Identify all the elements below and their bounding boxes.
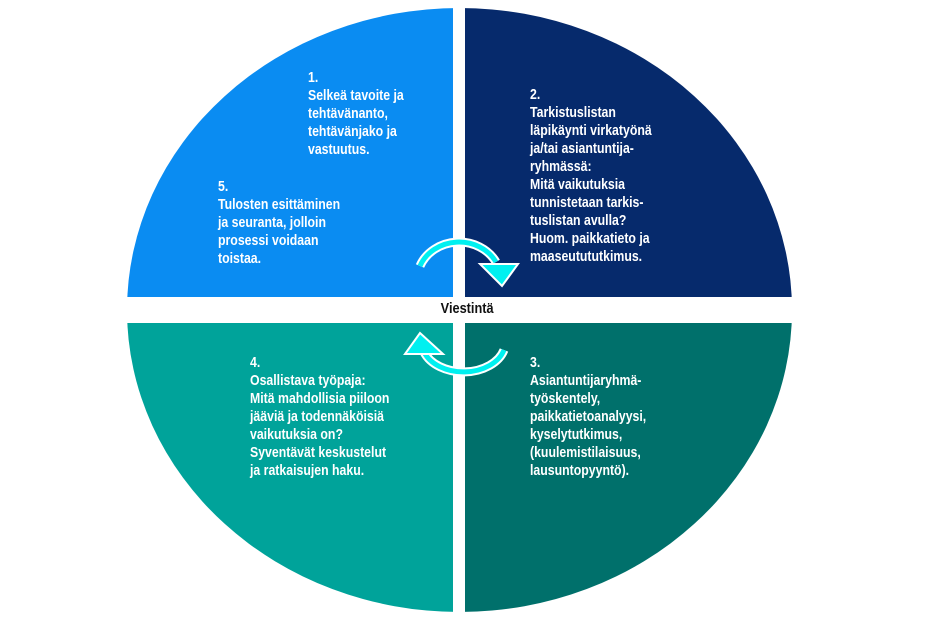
quadrant-top-left (127, 8, 459, 310)
quadrant-bottom-left (127, 310, 459, 612)
step-4-text: 4. Osallistava työpaja: Mitä mahdollisia… (250, 354, 390, 479)
step-3-text: 3. Asiantuntijaryhmä- työskentely, paikk… (530, 354, 647, 479)
cycle-arrow-top-icon (415, 237, 520, 288)
cycle-ellipse (127, 8, 792, 612)
step-5-text: 5. Tulosten esittäminen ja seuranta, jol… (218, 178, 341, 267)
horizontal-divider (0, 297, 935, 323)
cycle-arrow-bottom-icon (403, 331, 509, 377)
step-1-text: 1. Selkeä tavoite ja tehtävänanto, tehtä… (308, 69, 404, 158)
quadrant-top-right (459, 8, 792, 310)
quadrant-bottom-right (459, 310, 792, 612)
center-label-text: Viestintä (441, 300, 494, 317)
center-label: Viestintä (0, 300, 935, 317)
step-2-text: 2. Tarkistuslistan läpikäynti virkatyönä… (530, 86, 652, 265)
